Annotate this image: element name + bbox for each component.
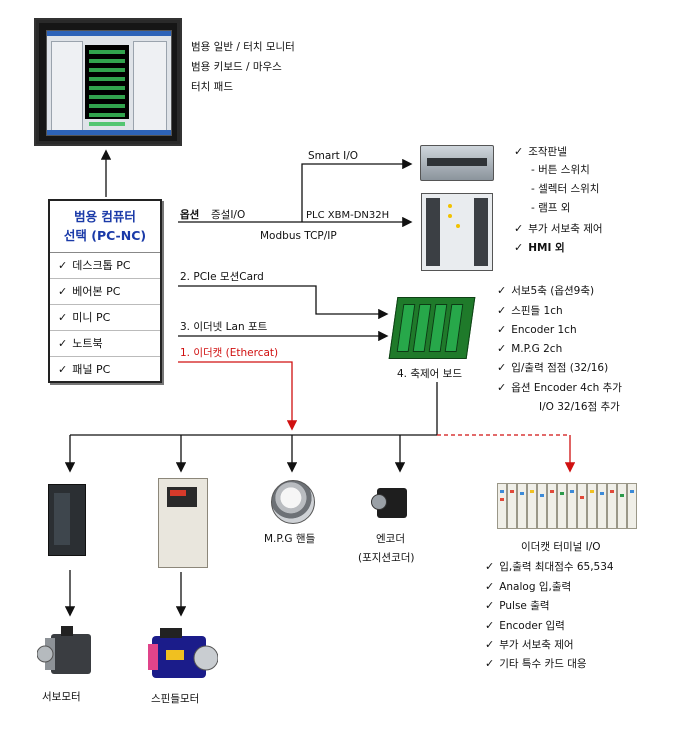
pc-box-title: 범용 컴퓨터 선택 (PC-NC) [50,201,160,253]
encoder-image [371,484,419,524]
terminal-feature-5: ✓부가 서보축 제어 [485,638,574,651]
servo-motor-label: 서보모터 [42,691,81,703]
panel-feature-6: ✓HMI 외 [514,241,565,254]
ethercat-label: 1. 이더캣 (Ethercat) [180,347,279,359]
terminal-feature-6: ✓기타 특수 카드 대응 [485,657,587,670]
cnc-screen [46,30,172,136]
encoder-sublabel: (포지션코더) [358,552,415,564]
panel-feature-5: ✓부가 서보축 제어 [514,222,603,235]
spindle-inverter-image [158,478,208,568]
panel-feature-4: - 램프 외 [531,202,571,214]
board-feature-7: I/O 32/16점 추가 [539,401,620,413]
spindle-motor-label: 스핀들모터 [151,693,200,705]
touch-monitor-image [34,18,182,146]
pcie-label: 2. PCIe 모션Card [180,271,264,283]
pc-option-mini: ✓미니 PC [50,305,160,331]
terminal-feature-3: ✓Pulse 출력 [485,599,550,612]
board-feature-3: ✓Encoder 1ch [497,323,577,336]
board-feature-4: ✓M.P.G 2ch [497,342,563,355]
panel-feature-2: - 버튼 스위치 [531,164,590,176]
spindle-motor-image [148,628,218,678]
monitor-label-1: 범용 일반 / 터치 모니터 [191,41,295,53]
modbus-label: Modbus TCP/IP [260,230,337,242]
panel-feature-3: - 셀렉터 스위치 [531,183,600,195]
option-label: 옵션 [180,209,200,221]
pc-option-desktop: ✓데스크톱 PC [50,253,160,279]
mpg-handle-image [271,480,315,524]
terminal-label: 이더캣 터미널 I/O [521,541,601,553]
servo-drive-image [48,484,86,556]
board-feature-5: ✓입/출력 점점 (32/16) [497,361,609,374]
expand-io-label: 증설I/O [211,209,246,221]
mpg-label: M.P.G 핸들 [264,533,316,545]
panel-feature-1: ✓조작판넬 [514,145,567,158]
board-feature-6: ✓옵션 Encoder 4ch 추가 [497,381,622,394]
terminal-feature-4: ✓Encoder 입력 [485,619,565,632]
monitor-label-3: 터치 패드 [191,81,233,93]
plc-device-image [421,193,493,271]
lan-label: 3. 이더넷 Lan 포트 [180,321,268,333]
smart-io-device-image [420,145,494,181]
board-label: 4. 축제어 보드 [397,368,462,380]
pc-option-notebook: ✓노트북 [50,331,160,357]
board-feature-1: ✓서보5축 (옵션9축) [497,284,595,297]
terminal-feature-2: ✓Analog 입,출력 [485,580,572,593]
ethercat-terminal-image [497,481,639,529]
smart-io-label: Smart I/O [308,150,358,162]
monitor-label-2: 범용 키보드 / 마우스 [191,61,282,73]
axis-control-board-image [388,297,476,359]
pc-option-barebone: ✓베어본 PC [50,279,160,305]
terminal-feature-1: ✓입,출력 최대점수 65,534 [485,560,614,573]
encoder-label: 엔코더 [376,533,405,545]
pc-selection-box: 범용 컴퓨터 선택 (PC-NC) ✓데스크톱 PC ✓베어본 PC ✓미니 P… [48,199,162,383]
servo-motor-image [37,626,91,674]
board-feature-2: ✓스핀들 1ch [497,304,563,317]
pc-option-panel: ✓패널 PC [58,363,111,376]
plc-label: PLC XBM-DN32H [306,210,390,221]
